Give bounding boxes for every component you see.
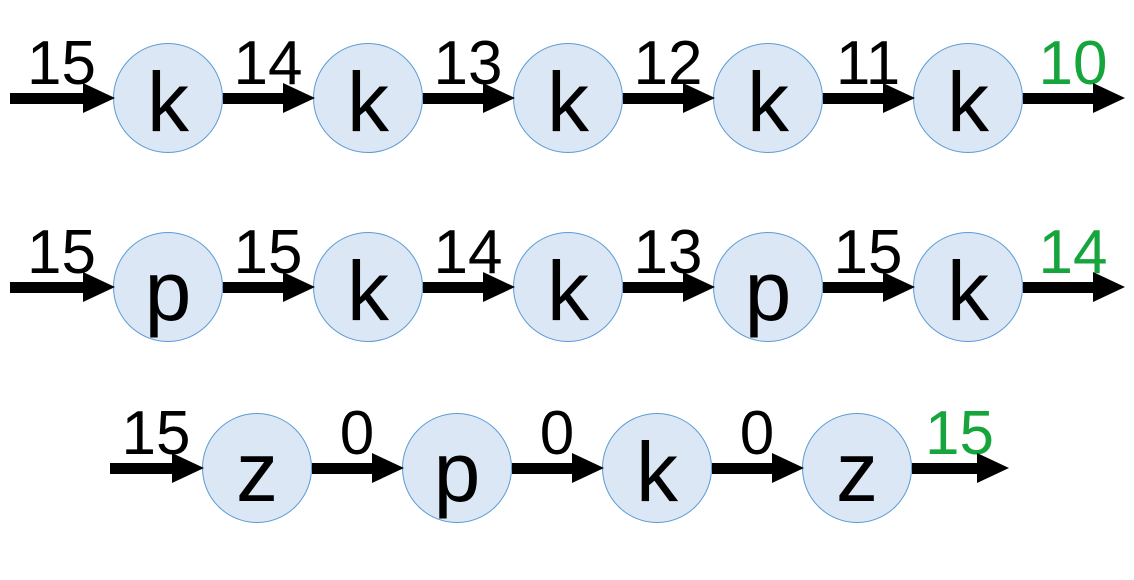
arrow-right-icon: [223, 231, 315, 343]
node-letter: k: [147, 55, 189, 149]
state-node: k: [113, 43, 223, 153]
state-node: p: [402, 413, 512, 523]
edge: 14: [423, 222, 515, 343]
state-node: k: [913, 43, 1023, 153]
arrow-right-icon: [423, 231, 515, 343]
arrow-right-icon: [423, 42, 515, 154]
arrow-right-icon: [823, 231, 915, 343]
arrow-right-icon: [623, 42, 715, 154]
arrow-right-icon: [1023, 42, 1125, 154]
edge: 0: [712, 403, 804, 524]
diagram-canvas: 15 k 14 k 13 k 12 k 11 k 10 15: [0, 33, 1134, 580]
arrow-right-icon: [110, 412, 204, 524]
edge-label: 0: [739, 399, 775, 468]
node-letter: z: [836, 425, 878, 519]
state-node: k: [313, 43, 423, 153]
edge: 13: [623, 222, 715, 343]
node-letter: p: [144, 244, 192, 338]
edge-label: 0: [539, 399, 575, 468]
node-letter: p: [744, 244, 792, 338]
state-node: k: [513, 43, 623, 153]
edge: 13: [423, 33, 515, 154]
edge: 15: [912, 403, 1009, 524]
edge: 15: [10, 222, 115, 343]
chain-row-3: 15 z 0 p 0 k 0 z 15: [10, 403, 1134, 524]
arrow-right-icon: [823, 42, 915, 154]
state-node: k: [713, 43, 823, 153]
state-node: k: [913, 232, 1023, 342]
edge: 14: [223, 33, 315, 154]
edge: 0: [312, 403, 404, 524]
chain-row-1: 15 k 14 k 13 k 12 k 11 k 10: [10, 33, 1134, 154]
node-letter: k: [547, 244, 589, 338]
arrow-right-icon: [10, 231, 115, 343]
node-letter: p: [433, 425, 481, 519]
node-letter: k: [947, 55, 989, 149]
state-node: p: [713, 232, 823, 342]
state-node: k: [513, 232, 623, 342]
arrow-right-icon: [912, 412, 1009, 524]
edge: 10: [1023, 33, 1125, 154]
edge: 15: [110, 403, 204, 524]
arrow-right-icon: [712, 412, 804, 524]
state-node: z: [802, 413, 912, 523]
arrow-right-icon: [512, 412, 604, 524]
state-node: z: [202, 413, 312, 523]
edge: 15: [823, 222, 915, 343]
arrow-right-icon: [223, 42, 315, 154]
node-letter: k: [947, 244, 989, 338]
arrow-right-icon: [10, 42, 115, 154]
node-letter: k: [347, 244, 389, 338]
chain-row-2: 15 p 15 k 14 k 13 p 15 k 14: [10, 222, 1134, 343]
state-node: k: [313, 232, 423, 342]
edge: 15: [10, 33, 115, 154]
state-node: k: [602, 413, 712, 523]
node-letter: z: [236, 425, 278, 519]
arrow-right-icon: [623, 231, 715, 343]
arrow-right-icon: [312, 412, 404, 524]
arrow-right-icon: [1023, 231, 1125, 343]
edge: 14: [1023, 222, 1125, 343]
edge: 15: [223, 222, 315, 343]
edge: 0: [512, 403, 604, 524]
edge: 12: [623, 33, 715, 154]
node-letter: k: [747, 55, 789, 149]
edge: 11: [823, 33, 915, 154]
node-letter: k: [547, 55, 589, 149]
state-node: p: [113, 232, 223, 342]
node-letter: k: [347, 55, 389, 149]
node-letter: k: [636, 425, 678, 519]
edge-label: 0: [339, 399, 375, 468]
